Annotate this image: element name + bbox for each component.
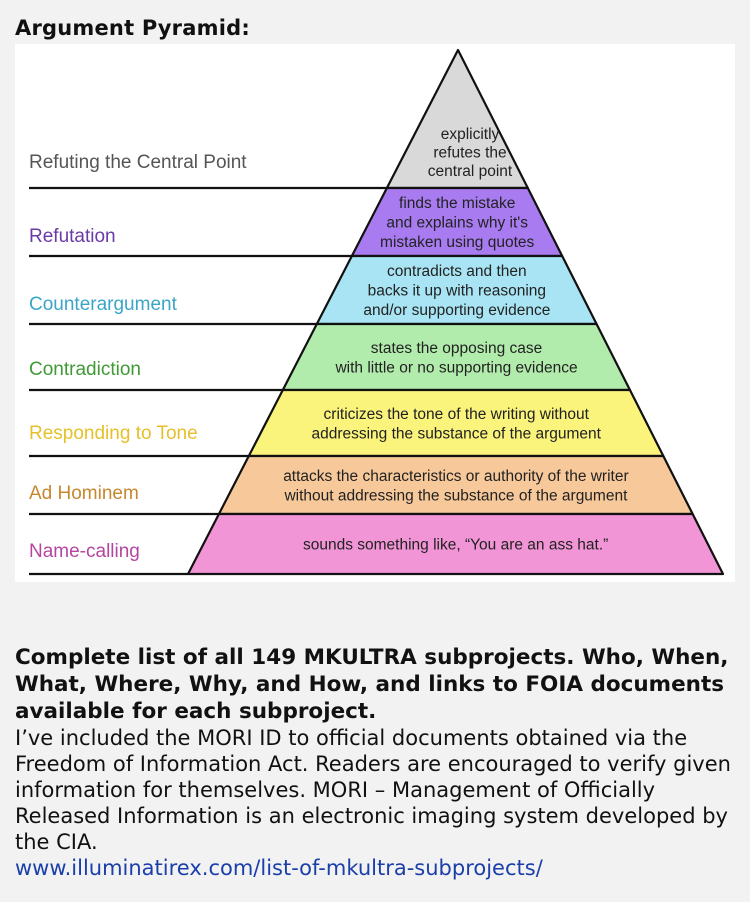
- pyramid-level-label: Contradiction: [29, 359, 141, 380]
- argument-pyramid: Refuting the Central Point explicitly refu…: [29, 48, 725, 576]
- pyramid-level-description: explicitly: [441, 126, 500, 143]
- pyramid-level-description: backs it up with reasoning: [368, 283, 546, 300]
- pyramid-level-description: mistaken using quotes: [380, 234, 534, 251]
- pyramid-level-description: finds the mistake: [399, 195, 515, 212]
- pyramid-level-description: refutes the: [433, 145, 506, 162]
- pyramid-level-label: Ad Hominem: [29, 483, 139, 504]
- pyramid-level-description: central point: [428, 163, 513, 180]
- pyramid-level-description: with little or no supporting evidence: [334, 359, 577, 376]
- pyramid-level-description: addressing the substance of the argument: [311, 425, 601, 442]
- caption-block: Complete list of all 149 MKULTRA subproj…: [15, 644, 740, 881]
- pyramid-level-label: Refuting the Central Point: [29, 152, 247, 173]
- caption-body: I’ve included the MORI ID to official do…: [15, 726, 731, 854]
- pyramid-level-description: states the opposing case: [371, 340, 542, 357]
- pyramid-level-description: without addressing the substance of the …: [283, 487, 628, 504]
- pyramid-level-band: [217, 454, 694, 516]
- pyramid-level-description: contradicts and then: [387, 263, 527, 280]
- pyramid-level-description: attacks the characteristics or authority…: [283, 468, 628, 485]
- pyramid-level-label: Counterargument: [29, 294, 178, 315]
- pyramid-level-description: sounds something like, “You are an ass h…: [303, 537, 608, 554]
- argument-pyramid-panel: Refuting the Central Point explicitly refu…: [15, 44, 735, 582]
- pyramid-level-label: Refutation: [29, 226, 116, 247]
- pyramid-level-description: and/or supporting evidence: [363, 302, 550, 319]
- pyramid-level-description: criticizes the tone of the writing witho…: [324, 406, 590, 423]
- pyramid-level-label: Name-calling: [29, 541, 140, 562]
- pyramid-level-band: [281, 322, 632, 392]
- caption-link[interactable]: www.illuminatirex.com/list-of-mkultra-su…: [15, 856, 543, 880]
- pyramid-level-label: Responding to Tone: [29, 423, 198, 444]
- page-heading: Argument Pyramid:: [15, 16, 250, 40]
- caption-title: Complete list of all 149 MKULTRA subproj…: [15, 645, 729, 724]
- pyramid-level-band: [247, 388, 665, 458]
- pyramid-level-band: [186, 512, 725, 576]
- pyramid-level-description: and explains why it's: [386, 215, 528, 232]
